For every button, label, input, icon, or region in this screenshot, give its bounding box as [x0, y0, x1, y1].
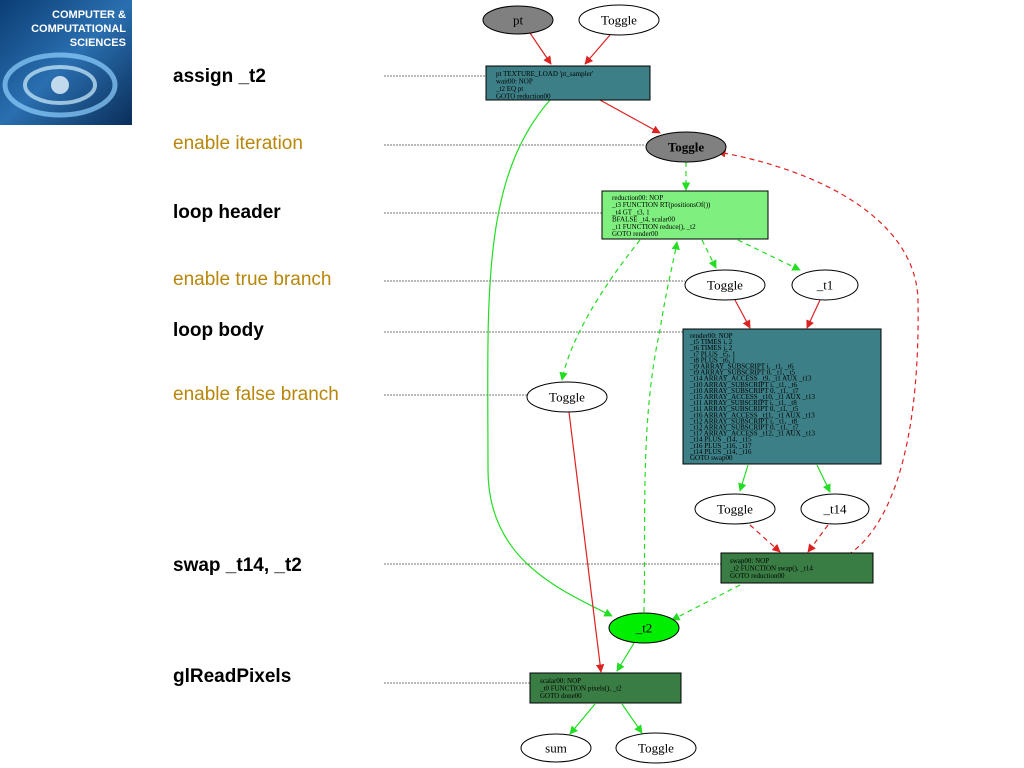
block-readpixels: scalar00: NOP_t0 FUNCTION pixels(), _t2G…	[529, 672, 682, 704]
block-line: reduction00: NOP	[612, 194, 663, 202]
edge-body-toggle	[738, 464, 749, 492]
block-line: GOTO reduction00	[496, 93, 551, 101]
block-line: _t16 ARRAY_ACCESS _t11, _t1 AUX _t13	[689, 411, 815, 419]
label-enable-true-branch: enable true branch	[173, 269, 332, 290]
node-t2: _t2	[608, 612, 680, 644]
node-pt: pt	[482, 5, 554, 35]
block-line: _t7 PLUS _t5, 1	[689, 350, 736, 358]
block-line: _t5 TIMES i, 2	[689, 338, 733, 346]
leader-lines	[384, 75, 721, 684]
block-line: _t15 ARRAY_ACCESS _t10, _t1 AUX _t13	[689, 393, 815, 401]
block-line: _t1 FUNCTION reduce(), _t2	[611, 223, 696, 231]
node-t1: _t1	[791, 269, 859, 301]
block-loop-body: render00: NOP_t5 TIMES i, 2_t6 TIMES j, …	[682, 328, 882, 465]
block-line: GOTO reduction00	[730, 572, 785, 580]
block-line: _t12 ARRAY_SUBSCRIPT i, _t1, _t8	[689, 417, 797, 425]
block-line: GOTO render00	[612, 230, 658, 238]
block-loop-header: reduction00: NOP_t3 FUNCTION RT(position…	[601, 190, 769, 240]
computer-computational-sciences-logo: COMPUTER & COMPUTATIONAL SCIENCES	[0, 0, 132, 125]
svg-text:Toggle: Toggle	[601, 13, 637, 28]
edge-header-toggle-false	[559, 239, 641, 381]
block-line: _t2 FUNCTION swap(), _t14	[729, 565, 813, 573]
edge-header-t1	[737, 239, 801, 271]
svg-text:_t1: _t1	[816, 278, 834, 293]
block-line: _t12 ARRAY_SUBSCRIPT 0, _t1, _t7	[689, 424, 799, 432]
block-line: _t9 ARRAY_SUBSCRIPT i, _t1, _t6	[689, 363, 794, 371]
block-line: _t17 ARRAY_ACCESS _t12, _t1 AUX _t13	[689, 430, 815, 438]
svg-text:Toggle: Toggle	[717, 502, 753, 517]
block-line: _t3 FUNCTION RT(positionsOf())	[611, 201, 711, 209]
edge-toggle-body-swap	[749, 524, 781, 553]
block-line: _t8 PLUS _t6, 1	[689, 356, 736, 364]
edge-t14-swap	[807, 524, 829, 553]
edge-read-sum	[569, 703, 596, 735]
label-enable-iteration: enable iteration	[173, 133, 303, 154]
svg-text:pt: pt	[513, 13, 524, 28]
svg-text:_t2: _t2	[635, 621, 653, 636]
block-line: _t6 TIMES j, 2	[689, 344, 733, 352]
node-toggle-end: Toggle	[615, 732, 697, 764]
label-loop-body: loop body	[173, 320, 264, 341]
block-assign: pt TEXTURE_LOAD 'pt_sampler'wait00: NOP_…	[485, 65, 651, 101]
edge-body-t14	[816, 464, 831, 493]
edge-pt-assign	[529, 32, 552, 65]
block-swap: swap00: NOP_t2 FUNCTION swap(), _t14GOTO…	[720, 552, 874, 584]
edge-header-toggle-true	[701, 239, 717, 269]
node-toggle-iteration: Toggle	[645, 131, 727, 163]
svg-text:sum: sum	[545, 741, 567, 756]
label-enable-false-branch: enable false branch	[173, 384, 339, 405]
logo-line-3: SCIENCES	[70, 37, 126, 49]
block-line: _t10 ARRAY_SUBSCRIPT 0, _t1, _t7	[689, 387, 799, 395]
edge-swap-toggle-iter	[717, 149, 919, 556]
label-swap: swap _t14, _t2	[173, 555, 302, 576]
label-loop-header: loop header	[173, 202, 281, 223]
label-assign-t2: assign _t2	[173, 66, 266, 87]
block-line: _t10 ARRAY_SUBSCRIPT i, _t1, _t6	[689, 381, 797, 389]
block-line: _t4 GT _t3, 1	[611, 208, 650, 216]
block-line: _t11 ARRAY_SUBSCRIPT 0, _t1, _t5	[689, 405, 799, 413]
block-line: _t9 ARRAY_SUBSCRIPT 0, _t1, _t5	[689, 369, 796, 377]
block-line: _t14 PLUS _t14, _t16	[689, 448, 752, 456]
svg-text:Toggle: Toggle	[638, 741, 674, 756]
edge-toggle-assign	[584, 34, 611, 65]
block-line: swap00: NOP	[730, 557, 769, 565]
edge-read-toggle-end	[621, 703, 643, 734]
node-toggle-true: Toggle	[684, 269, 766, 301]
label-glreadpixels: glReadPixels	[173, 666, 292, 687]
edges	[487, 32, 919, 735]
edge-t1-body	[806, 299, 821, 329]
block-line: _t0 FUNCTION pixels(), _t2	[539, 685, 622, 693]
edge-swap-t2	[671, 584, 741, 621]
node-toggle-false: Toggle	[526, 381, 608, 413]
block-line: _t16 PLUS _t16, _t17	[689, 442, 752, 450]
edge-assign-toggle-iter	[599, 99, 661, 134]
node-toggle-body: Toggle	[694, 493, 776, 525]
block-line: GOTO done00	[540, 692, 582, 700]
node-sum: sum	[520, 733, 592, 763]
block-line: _t2 EQ pt	[495, 85, 523, 93]
block-line: _t14 ARRAY_ACCESS _t9, _t1 AUX _t13	[689, 375, 812, 383]
block-line: render00: NOP	[690, 332, 733, 340]
svg-text:Toggle: Toggle	[549, 390, 585, 405]
edge-toggle-true-body	[734, 299, 751, 329]
block-line: scalar00: NOP	[540, 677, 581, 685]
svg-text:Toggle: Toggle	[668, 140, 705, 155]
svg-text:_t14: _t14	[822, 502, 847, 517]
logo-line-1: COMPUTER &	[52, 9, 126, 21]
logo-line-2: COMPUTATIONAL	[31, 23, 126, 35]
block-line: GOTO swap00	[690, 454, 733, 462]
block-line: BFALSE _t4, scalar00	[612, 216, 676, 224]
node-toggle-top: Toggle	[578, 4, 660, 36]
node-t14: _t14	[800, 493, 870, 525]
block-line: _t14 PLUS _t14, _t15	[689, 436, 752, 444]
block-line: _t11 ARRAY_SUBSCRIPT i, _t1, _t8	[689, 399, 797, 407]
block-line: wait00: NOP	[496, 78, 533, 86]
edge-t2-read	[616, 642, 635, 672]
block-line: pt TEXTURE_LOAD 'pt_sampler'	[496, 70, 593, 78]
edge-toggle-false-read	[568, 411, 605, 673]
edge-t2-header	[643, 241, 680, 613]
edge-assign-t2	[487, 99, 613, 617]
svg-text:Toggle: Toggle	[707, 278, 743, 293]
